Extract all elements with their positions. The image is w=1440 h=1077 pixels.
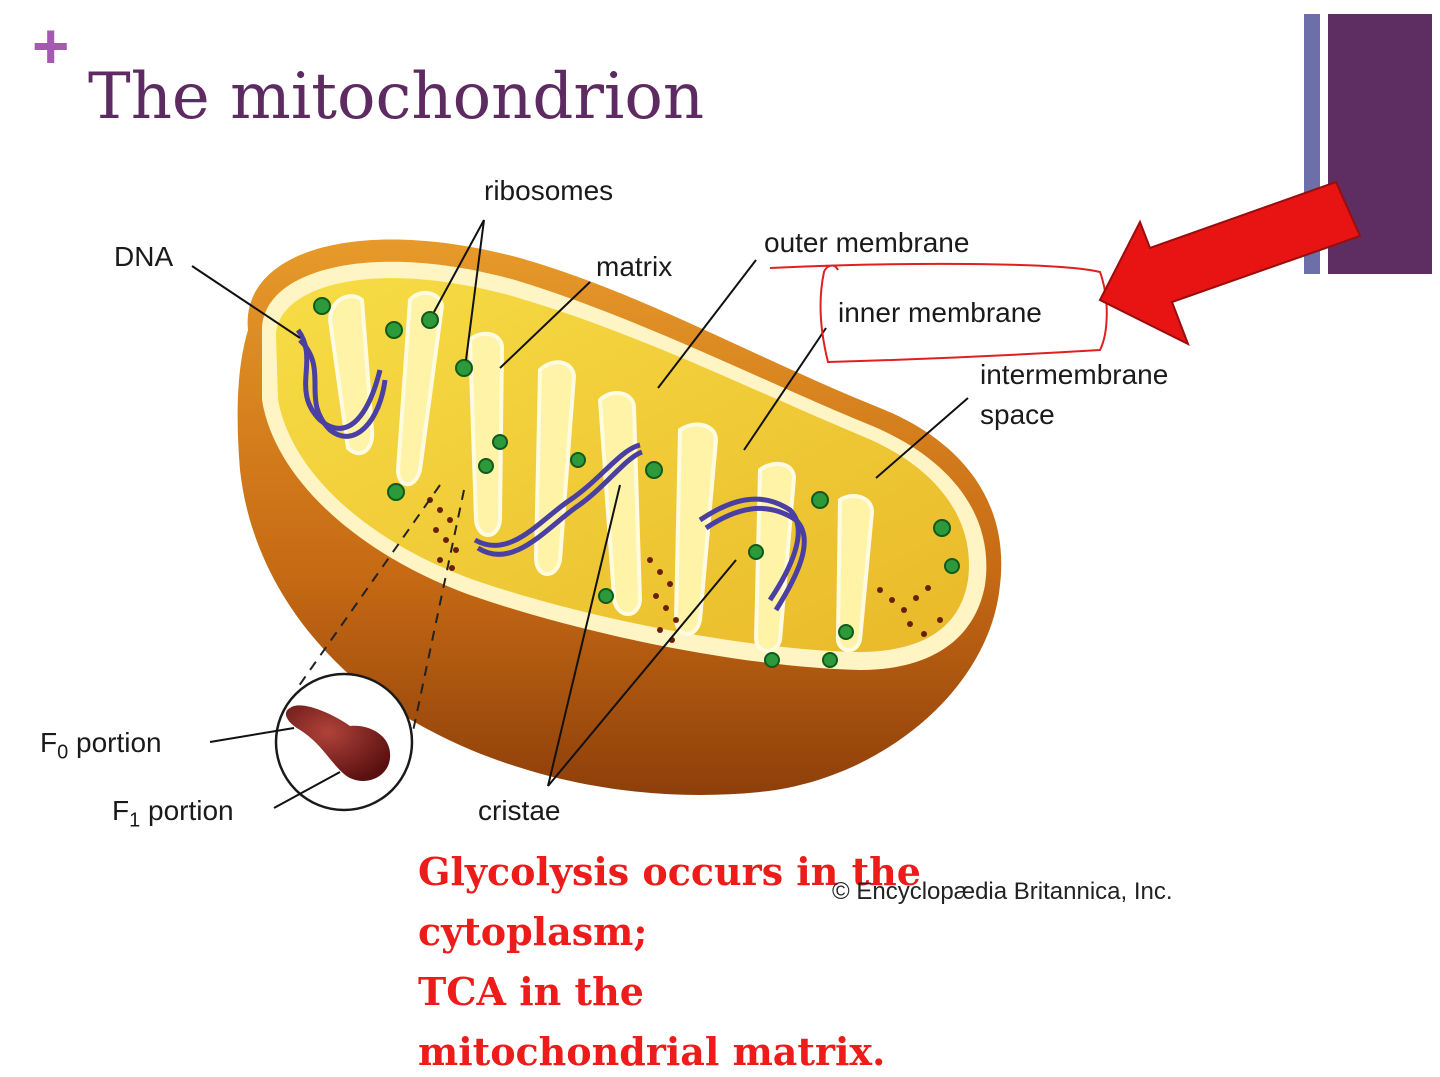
- atp-synthase-particles: [427, 497, 943, 643]
- label-matrix: matrix: [596, 251, 673, 282]
- note-line-2: cytoplasm;: [418, 909, 648, 954]
- label-f1-sub: 1: [129, 809, 141, 832]
- label-f1-main: F: [112, 795, 130, 826]
- label-f0-rest: portion: [68, 727, 162, 758]
- note-line-1: Glycolysis occurs in the: [418, 849, 921, 894]
- note-line-4: mitochondrial matrix.: [418, 1029, 886, 1074]
- zoom-lines: [295, 484, 465, 737]
- label-inner-membrane: inner membrane: [838, 297, 1042, 328]
- ribosome-dots: [313, 297, 960, 668]
- leader-lines: [191, 219, 969, 809]
- label-f0-main: F: [40, 727, 58, 758]
- label-f1-portion: F1 portion: [112, 794, 234, 833]
- inner-membrane-highlight: [769, 262, 1108, 364]
- plus-sign: +: [32, 10, 70, 82]
- label-outer-membrane: outer membrane: [764, 227, 970, 258]
- copyright-credit: © Encyclopædia Britannica, Inc.: [832, 878, 1173, 905]
- red-note: Glycolysis occurs in the cytoplasm; TCA …: [418, 842, 978, 1077]
- label-intermembrane-space: space: [980, 399, 1055, 430]
- label-intermembrane: intermembrane: [980, 359, 1169, 390]
- label-cristae: cristae: [478, 795, 561, 826]
- note-line-3: TCA in the: [418, 969, 644, 1014]
- label-f0-sub: 0: [57, 741, 69, 764]
- label-dna: DNA: [114, 241, 174, 272]
- atp-synthase-inset: [274, 672, 414, 812]
- label-f0-portion: F0 portion: [40, 726, 162, 765]
- label-f1-rest: portion: [140, 795, 234, 826]
- slide-title: The mitochondrion: [88, 60, 705, 134]
- cristae-folds: [327, 290, 875, 653]
- label-ribosomes: ribosomes: [484, 175, 614, 206]
- dna-strands: [295, 328, 807, 612]
